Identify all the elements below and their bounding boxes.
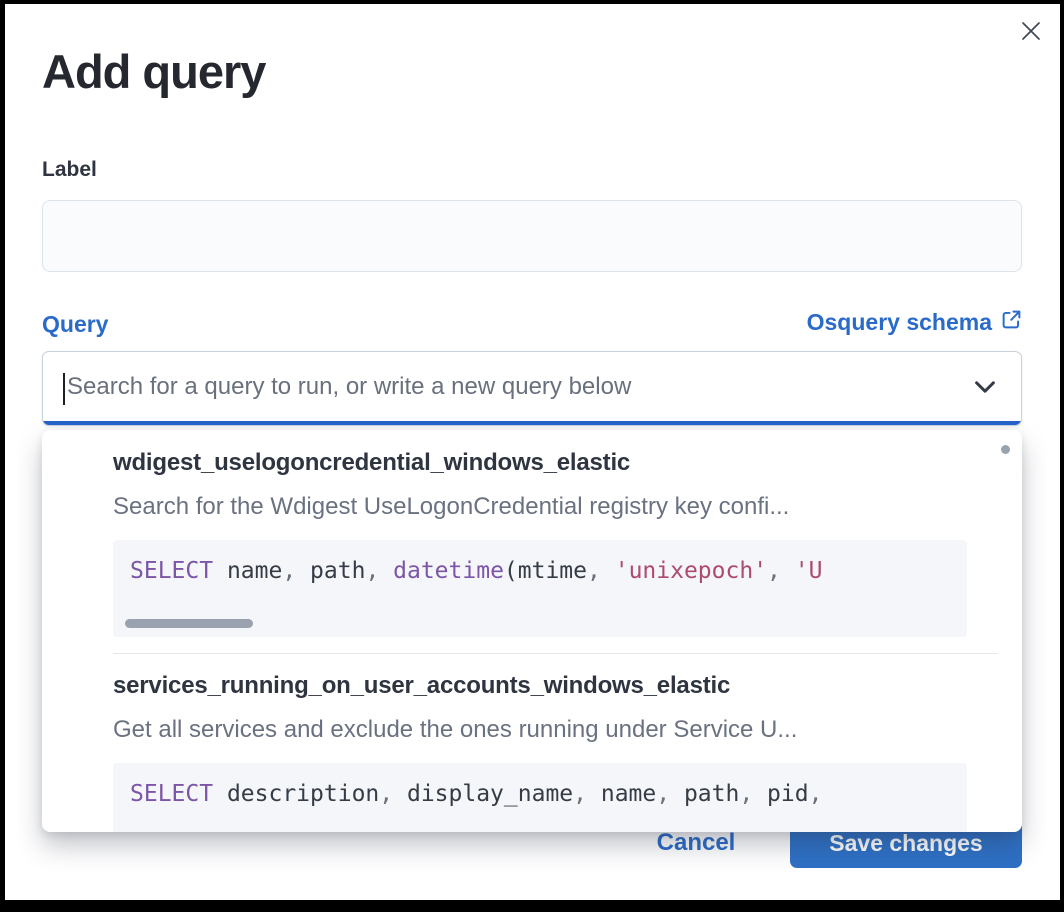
close-button[interactable]	[1016, 16, 1046, 46]
chevron-down-icon	[971, 373, 999, 404]
sql-token: ,	[282, 558, 311, 584]
sql-token: description	[213, 781, 380, 807]
sql-code-line: SELECT name, path, datetime(mtime, 'unix…	[130, 555, 950, 587]
sql-token: SELECT	[130, 558, 214, 584]
combobox-focus-bar	[43, 421, 1021, 425]
sql-code-line: SELECT description, display_name, name, …	[130, 778, 950, 810]
label-field-label: Label	[42, 158, 97, 181]
query-option-description: Search for the Wdigest UseLogonCredentia…	[113, 493, 790, 520]
sql-token: ,	[767, 558, 795, 584]
query-field-label: Query	[42, 311, 109, 337]
sql-token: ,	[379, 781, 407, 807]
query-option-description: Get all services and exclude the ones ru…	[113, 716, 798, 743]
query-option-code-block: SELECT description, display_name, name, …	[113, 763, 967, 832]
sql-token: path	[683, 781, 740, 807]
query-option[interactable]: services_running_on_user_accounts_window…	[42, 654, 1022, 832]
sql-token: name	[600, 781, 657, 807]
horizontal-scrollbar-thumb[interactable]	[125, 619, 253, 628]
query-option-title: services_running_on_user_accounts_window…	[113, 672, 731, 699]
sql-token: 'unixepoch'	[614, 558, 768, 584]
query-option-title: wdigest_uselogoncredential_windows_elast…	[113, 449, 631, 476]
osquery-schema-link[interactable]: Osquery schema	[807, 309, 1022, 336]
vertical-scrollbar-thumb[interactable]	[1001, 445, 1010, 454]
combobox-toggle-button[interactable]	[963, 352, 1007, 425]
external-link-icon	[1001, 309, 1022, 336]
close-icon	[1016, 22, 1046, 49]
query-suggestions-dropdown: wdigest_uselogoncredential_windows_elast…	[42, 430, 1022, 832]
sql-token: datetime	[393, 558, 504, 584]
sql-token: name	[213, 558, 283, 584]
query-option-code-block: SELECT name, path, datetime(mtime, 'unix…	[113, 540, 967, 637]
page-title: Add query	[42, 45, 266, 98]
sql-token: ,	[587, 558, 615, 584]
sql-token: ,	[739, 781, 768, 807]
osquery-schema-link-label: Osquery schema	[806, 309, 992, 335]
cancel-button[interactable]: Cancel	[648, 818, 744, 868]
sql-token: ,	[573, 781, 601, 807]
label-input[interactable]	[42, 200, 1022, 272]
sql-token: path	[310, 558, 366, 584]
text-cursor	[63, 373, 65, 405]
sql-token: ,	[656, 781, 684, 807]
sql-token: 'U	[794, 558, 823, 584]
option-divider	[113, 653, 998, 654]
sql-token: ,	[808, 781, 823, 807]
sql-token: display_name	[406, 781, 574, 807]
query-combobox	[42, 351, 1022, 426]
query-search-input[interactable]	[43, 352, 1021, 425]
sql-token: pid	[767, 781, 809, 807]
sql-token: SELECT	[130, 781, 214, 807]
sql-token: ,	[365, 558, 394, 584]
sql-token: (mtime	[503, 558, 588, 584]
query-option[interactable]: wdigest_uselogoncredential_windows_elast…	[42, 430, 1022, 654]
